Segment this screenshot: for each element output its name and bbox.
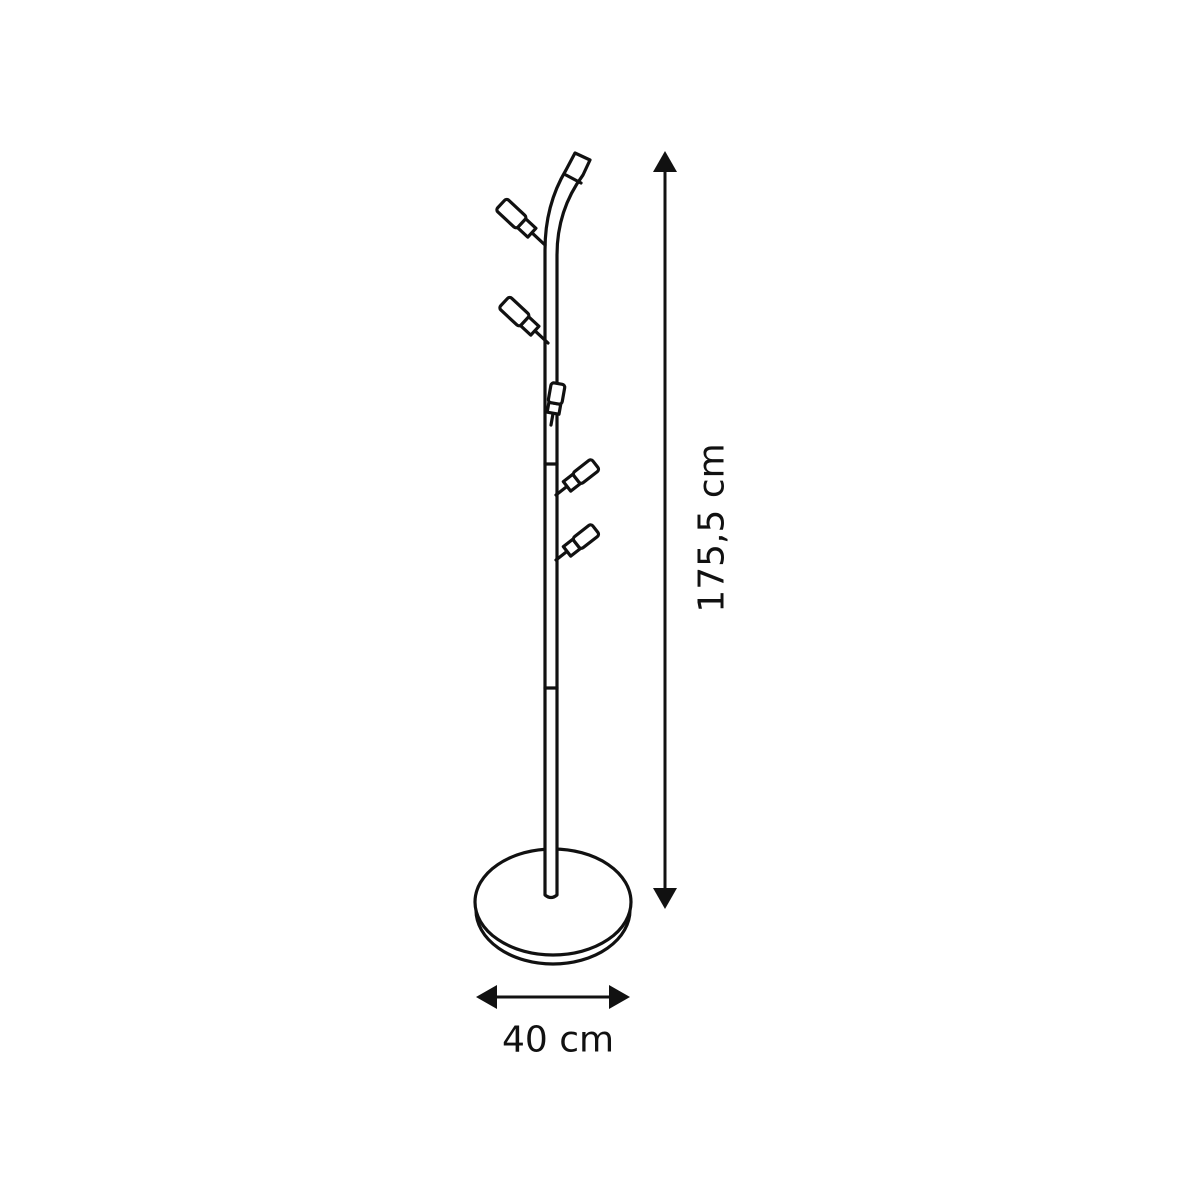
pole xyxy=(543,151,592,900)
width-label: 40 cm xyxy=(501,1019,615,1061)
hook xyxy=(554,458,601,497)
hook xyxy=(545,381,567,427)
base xyxy=(473,847,633,966)
hook xyxy=(554,523,601,562)
hook xyxy=(495,197,547,247)
hook xyxy=(498,295,550,345)
height-label: 175,5 cm xyxy=(691,443,733,613)
